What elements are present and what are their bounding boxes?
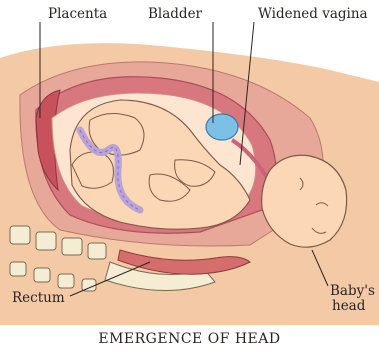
vagina-label: Widened vagina	[258, 7, 368, 22]
baby-head-label-line1: Baby's	[330, 284, 375, 299]
bladder-label: Bladder	[148, 7, 202, 22]
bladder	[206, 114, 238, 140]
baby-head-label-line2: head	[332, 299, 365, 314]
rectum-label: Rectum	[12, 291, 65, 306]
diagram-illustration	[0, 0, 379, 325]
diagram-caption: EMERGENCE OF HEAD	[0, 331, 379, 347]
placenta-label: Placenta	[48, 7, 107, 22]
